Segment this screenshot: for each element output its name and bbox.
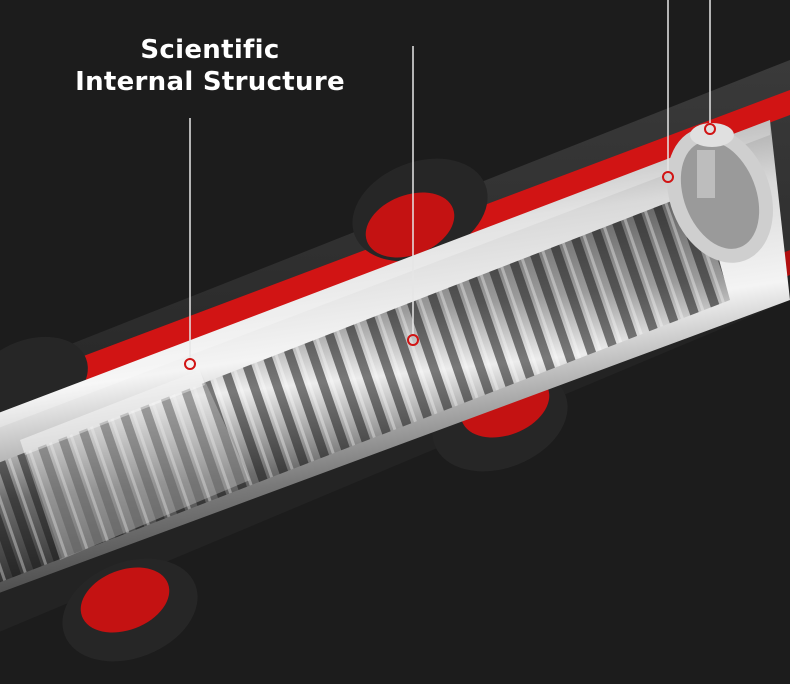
end-cap: [667, 123, 773, 263]
lead-screw: [0, 190, 730, 583]
callout-lines: [189, 0, 711, 360]
end-screw-callout-marker: [704, 123, 716, 135]
screw-nut-callout-marker: [662, 171, 674, 183]
headline-line-1: Scientific: [140, 35, 280, 65]
inner-tube-callout-marker: [184, 358, 196, 370]
callout-markers: [184, 123, 716, 370]
headline-line-2: Internal Structure: [75, 67, 345, 97]
screw-nut: [20, 370, 250, 560]
foam-rings: [0, 158, 568, 662]
page-title: Scientific Internal Structure: [60, 34, 360, 98]
lead-screw-callout-marker: [407, 334, 419, 346]
